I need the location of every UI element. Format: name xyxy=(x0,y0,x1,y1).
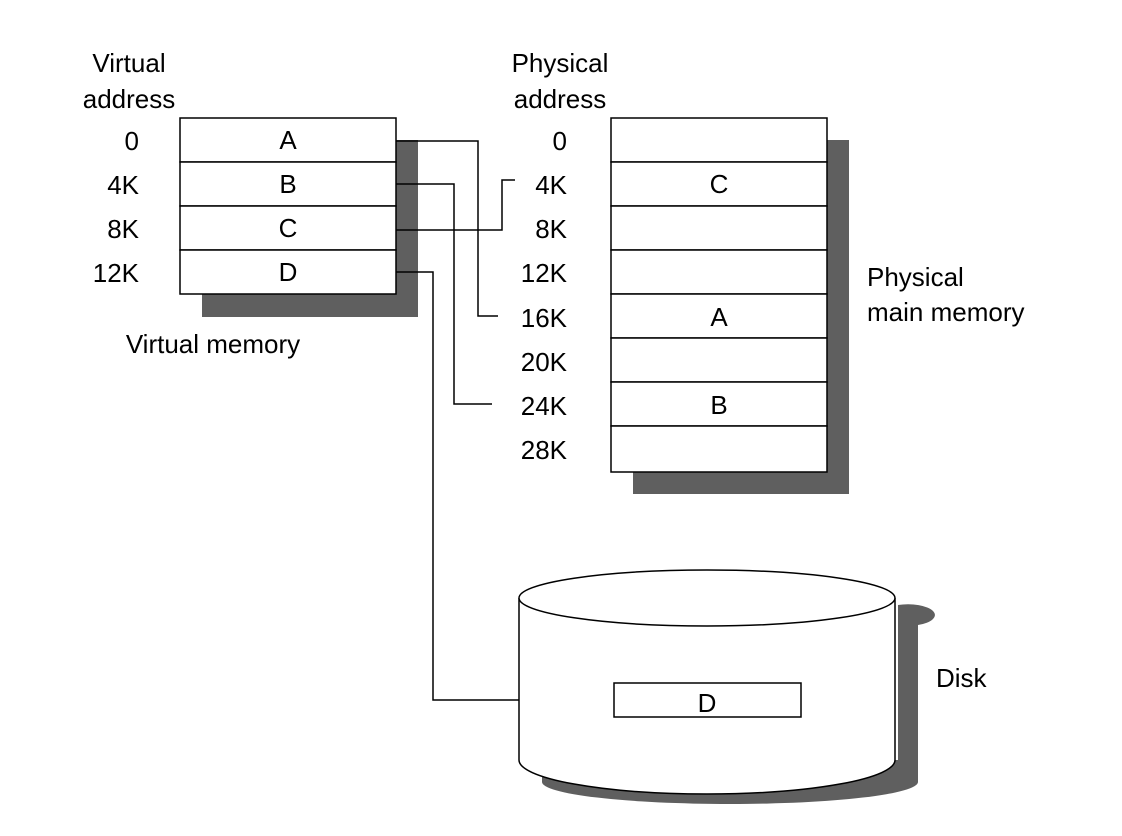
physical-frame-cell xyxy=(610,205,828,251)
virtual-page-cell xyxy=(179,161,397,207)
physical-address-label: 24K xyxy=(521,391,568,421)
virtual-address-heading: address xyxy=(83,84,176,114)
virtual-address-label: 0 xyxy=(125,126,139,156)
virtual-memory-caption: Virtual memory xyxy=(126,329,300,359)
physical-address-heading: address xyxy=(514,84,607,114)
virtual-address-label: 8K xyxy=(107,214,139,244)
physical-frame-cell xyxy=(610,425,828,473)
mapping-line-d-to-disk xyxy=(396,271,520,701)
disk-caption: Disk xyxy=(936,663,988,693)
physical-address-label: 28K xyxy=(521,435,568,465)
disk-cylinder: D xyxy=(518,569,935,804)
virtual-address-label: 12K xyxy=(93,258,140,288)
physical-address-label: 8K xyxy=(535,214,567,244)
physical-address-label: 4K xyxy=(535,170,567,200)
physical-memory-caption: Physical xyxy=(867,262,964,292)
virtual-page-label: B xyxy=(279,169,296,199)
virtual-page-label: A xyxy=(279,125,297,155)
virtual-page-cell xyxy=(179,205,397,251)
virtual-page-cell xyxy=(179,249,397,295)
physical-frame-cell xyxy=(610,337,828,383)
physical-frame-cell xyxy=(610,293,828,339)
physical-memory-block: C A B xyxy=(610,117,849,494)
virtual-address-heading: Virtual xyxy=(92,48,165,78)
disk-page-slot xyxy=(613,682,802,718)
physical-frame-label: B xyxy=(710,390,727,420)
physical-frame-cell xyxy=(610,161,828,207)
physical-frame-label: C xyxy=(710,169,729,199)
physical-memory-caption: main memory xyxy=(867,297,1024,327)
disk-top xyxy=(518,569,896,627)
virtual-address-label: 4K xyxy=(107,170,139,200)
physical-frame-cell xyxy=(610,117,828,163)
physical-address-label: 0 xyxy=(553,126,567,156)
physical-frame-label: A xyxy=(710,302,728,332)
physical-address-label: 20K xyxy=(521,347,568,377)
mapping-line-c-to-4k xyxy=(396,179,515,231)
physical-address-label: 16K xyxy=(521,303,568,333)
physical-frame-cell xyxy=(610,381,828,427)
physical-frame-cell xyxy=(610,249,828,295)
physical-address-label: 12K xyxy=(521,258,568,288)
virtual-memory-block: A B C D xyxy=(179,117,418,317)
physical-address-heading: Physical xyxy=(512,48,609,78)
mapping-line-b-to-24k xyxy=(396,183,492,405)
virtual-page-label: D xyxy=(279,257,298,287)
virtual-page-cell xyxy=(179,117,397,163)
mapping-line-a-to-16k xyxy=(396,140,498,317)
virtual-page-label: C xyxy=(279,213,298,243)
disk-page-label: D xyxy=(698,688,717,718)
